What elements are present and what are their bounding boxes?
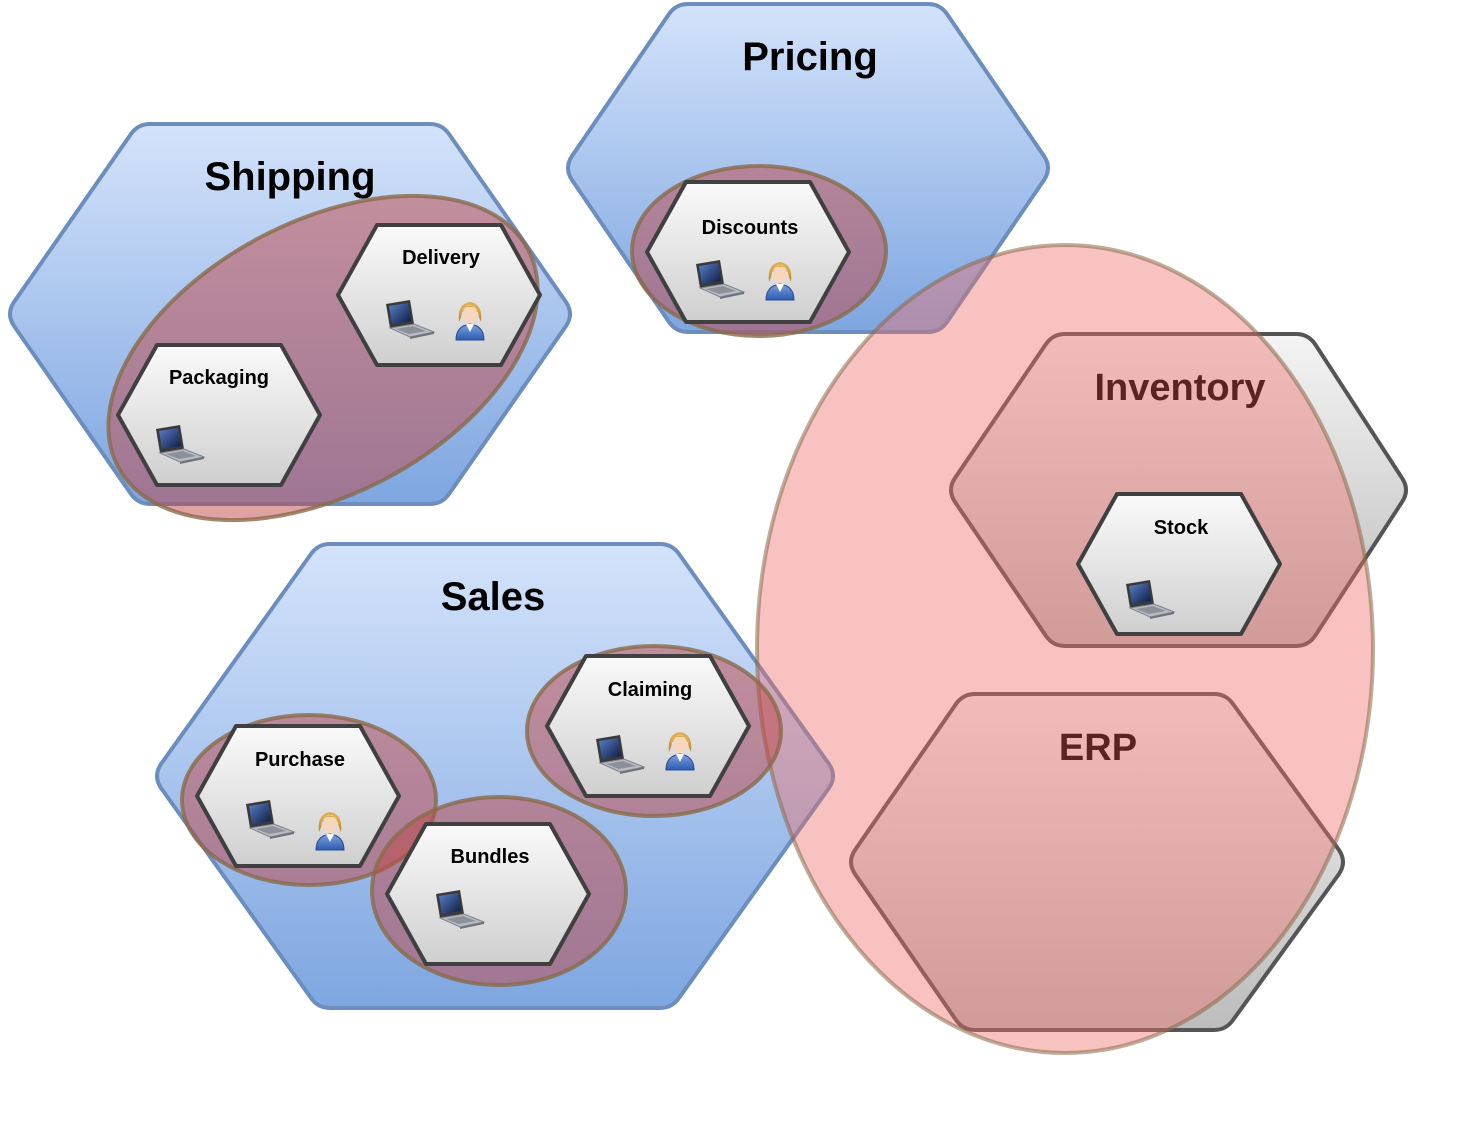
service-label-bundles: Bundles [451, 846, 530, 868]
service-discounts[interactable]: Discounts [645, 180, 851, 324]
service-delivery[interactable]: Delivery [336, 223, 542, 367]
service-purchase[interactable]: Purchase [195, 724, 401, 868]
team-ellipse-legacy [755, 243, 1375, 1055]
service-label-stock: Stock [1154, 517, 1209, 539]
legacy-inventory [949, 332, 1408, 648]
service-label-delivery: Delivery [402, 247, 481, 269]
domain-title-sales: Sales [441, 575, 546, 619]
service-label-claiming: Claiming [608, 679, 692, 701]
domain-title-pricing: Pricing [742, 35, 878, 79]
service-stock[interactable]: Stock [1076, 492, 1282, 636]
service-claiming[interactable]: Claiming [545, 654, 751, 798]
domain-title-shipping: Shipping [204, 155, 375, 199]
service-bundles[interactable]: Bundles [385, 822, 591, 966]
legacy-erp [849, 692, 1345, 1032]
legacy-title-erp: ERP [1059, 727, 1137, 769]
service-label-discounts: Discounts [702, 217, 799, 239]
service-label-packaging: Packaging [169, 367, 269, 389]
service-packaging[interactable]: Packaging [116, 343, 322, 487]
legacy-title-inventory: Inventory [1094, 367, 1265, 409]
service-label-purchase: Purchase [255, 749, 345, 771]
